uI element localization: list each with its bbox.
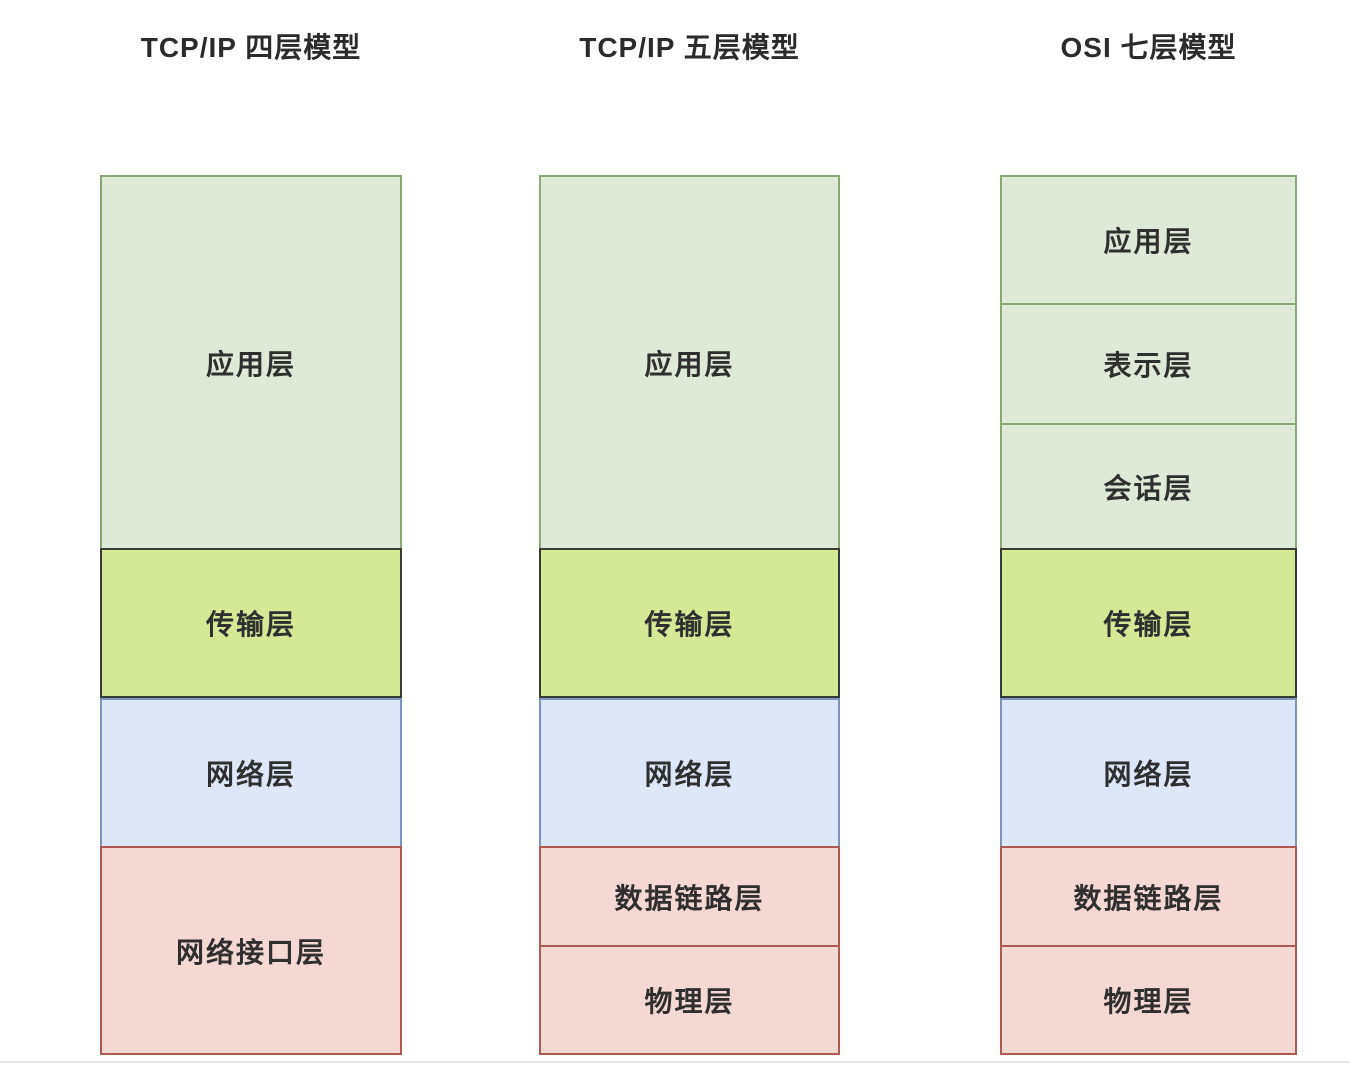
layer-network: 网络层 — [539, 698, 840, 848]
layer-transport: 传输层 — [100, 548, 402, 698]
layer-label: 传输层 — [205, 609, 296, 640]
layer-transport: 传输层 — [539, 548, 840, 698]
layer-physical: 物理层 — [1000, 945, 1297, 1055]
layer-label: 传输层 — [644, 609, 735, 640]
layer-transport: 传输层 — [1000, 548, 1297, 698]
layer-stack: 应用层 传输层 网络层 数据链路层 物理层 — [539, 175, 840, 1055]
layer-application: 应用层 — [1000, 175, 1297, 305]
layer-network: 网络层 — [100, 698, 402, 848]
layer-label: 物理层 — [644, 986, 735, 1017]
column-title-osi-seven: OSI 七层模型 — [1060, 32, 1237, 63]
layer-presentation: 表示层 — [1000, 303, 1297, 425]
column-title-tcpip-five: TCP/IP 五层模型 — [579, 32, 800, 63]
column-title-tcpip-four: TCP/IP 四层模型 — [140, 32, 362, 63]
layer-session: 会话层 — [1000, 423, 1297, 550]
layer-stack: 应用层 传输层 网络层 网络接口层 — [100, 175, 402, 1055]
layer-label: 网络接口层 — [175, 936, 326, 968]
column-tcpip-five-layer: TCP/IP 五层模型 应用层 传输层 网络层 数据链路层 物理层 — [539, 0, 840, 1080]
layer-label: 网络层 — [205, 759, 296, 790]
layer-label: 应用层 — [644, 348, 735, 380]
bottom-edge-divider — [0, 1061, 1350, 1063]
layer-label: 应用层 — [205, 348, 296, 380]
layer-label: 应用层 — [1103, 226, 1194, 257]
layer-label: 网络层 — [1103, 759, 1194, 790]
column-tcpip-four-layer: TCP/IP 四层模型 应用层 传输层 网络层 网络接口层 — [100, 0, 402, 1080]
layer-label: 会话层 — [1103, 472, 1194, 504]
layer-application: 应用层 — [100, 175, 402, 550]
layer-physical: 物理层 — [539, 945, 840, 1055]
layer-label: 传输层 — [1103, 609, 1194, 640]
layer-label: 网络层 — [644, 759, 735, 790]
layer-stack: 应用层 表示层 会话层 传输层 网络层 数据链路层 物理层 — [1000, 175, 1297, 1055]
layer-network-interface: 网络接口层 — [100, 846, 402, 1055]
layer-data-link: 数据链路层 — [1000, 846, 1297, 947]
layer-label: 数据链路层 — [1073, 882, 1224, 914]
layer-application: 应用层 — [539, 175, 840, 550]
layer-label: 数据链路层 — [614, 882, 765, 914]
layer-data-link: 数据链路层 — [539, 846, 840, 947]
column-osi-seven-layer: OSI 七层模型 应用层 表示层 会话层 传输层 网络层 数据链路层 物理层 — [1000, 0, 1297, 1080]
layer-network: 网络层 — [1000, 698, 1297, 848]
layer-label: 物理层 — [1103, 986, 1194, 1017]
layer-label: 表示层 — [1103, 350, 1194, 381]
